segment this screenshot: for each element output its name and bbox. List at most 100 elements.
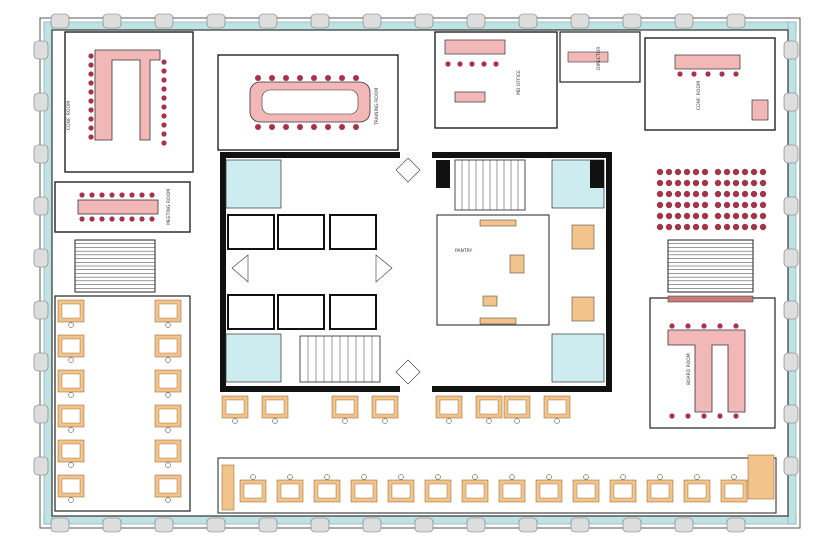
chair (99, 216, 105, 222)
left-workstations (57, 299, 182, 503)
column (622, 517, 642, 533)
seat (741, 179, 749, 187)
seat (759, 212, 767, 220)
column (102, 13, 122, 29)
lift-shaft (329, 214, 377, 250)
chair (339, 75, 345, 81)
chair (324, 474, 330, 480)
workstation-cutout (158, 443, 178, 459)
seat (683, 190, 691, 198)
chair (353, 75, 359, 81)
chair (717, 413, 723, 419)
chair (89, 192, 95, 198)
column (518, 517, 538, 533)
bottom-work-area (217, 457, 777, 514)
seat (759, 190, 767, 198)
seat (701, 212, 709, 220)
chair (68, 427, 74, 433)
column (33, 300, 49, 320)
seat (683, 223, 691, 231)
chair (733, 71, 739, 77)
column (102, 517, 122, 533)
chair (68, 392, 74, 398)
column (50, 517, 70, 533)
chair (149, 216, 155, 222)
seat (683, 212, 691, 220)
chair (509, 474, 515, 480)
chair (161, 113, 167, 119)
column (206, 517, 226, 533)
room-label: CONF. ROOM (66, 101, 72, 130)
seat (674, 190, 682, 198)
chair (109, 216, 115, 222)
workstation-cutout (375, 399, 395, 415)
seat (750, 190, 758, 198)
seat (759, 201, 767, 209)
workstation-cutout (539, 483, 559, 499)
seat (656, 223, 664, 231)
chair (161, 95, 167, 101)
column (33, 404, 49, 424)
chair (88, 53, 94, 59)
seat (723, 201, 731, 209)
seat (701, 201, 709, 209)
column (674, 13, 694, 29)
seat (665, 190, 673, 198)
chair (68, 322, 74, 328)
seat (759, 168, 767, 176)
chair (161, 104, 167, 110)
chair (269, 75, 275, 81)
workstation-cutout (61, 478, 81, 494)
stair-left (74, 239, 156, 293)
room-label: DIRECTOR (596, 47, 602, 70)
chair (68, 497, 74, 503)
left-work-area (54, 295, 191, 512)
workstation-cutout (158, 373, 178, 389)
seat (692, 179, 700, 187)
column (726, 13, 746, 29)
chair (694, 474, 700, 480)
column (518, 13, 538, 29)
column (206, 13, 226, 29)
column (33, 352, 49, 372)
room-label: MD OFFICE (516, 70, 522, 95)
chair (88, 125, 94, 131)
chair (435, 474, 441, 480)
seat (741, 223, 749, 231)
seat (750, 201, 758, 209)
stair-right (667, 239, 754, 303)
column (50, 13, 70, 29)
column (33, 40, 49, 60)
lift-shaft (227, 294, 275, 330)
seminar-seating (656, 168, 767, 231)
workstation-cutout (507, 399, 527, 415)
chair (255, 75, 261, 81)
chair (486, 418, 492, 424)
chair (297, 124, 303, 130)
seat (701, 223, 709, 231)
chair (398, 474, 404, 480)
seat (683, 179, 691, 187)
column (33, 144, 49, 164)
chair (232, 418, 238, 424)
chair (685, 413, 691, 419)
central-core: PANTRY (220, 152, 612, 392)
column (783, 40, 799, 60)
seat (732, 212, 740, 220)
seat (683, 201, 691, 209)
structural-columns (33, 13, 799, 533)
seat (732, 179, 740, 187)
chair (165, 497, 171, 503)
chair (161, 86, 167, 92)
building-envelope (39, 17, 801, 529)
chair (297, 75, 303, 81)
column (154, 517, 174, 533)
conf-room-top-left: CONF. ROOM (64, 31, 194, 173)
seat (674, 201, 682, 209)
workstation-cutout (158, 408, 178, 424)
chair (311, 75, 317, 81)
column (258, 13, 278, 29)
seat (656, 190, 664, 198)
column (310, 517, 330, 533)
chair (79, 192, 85, 198)
